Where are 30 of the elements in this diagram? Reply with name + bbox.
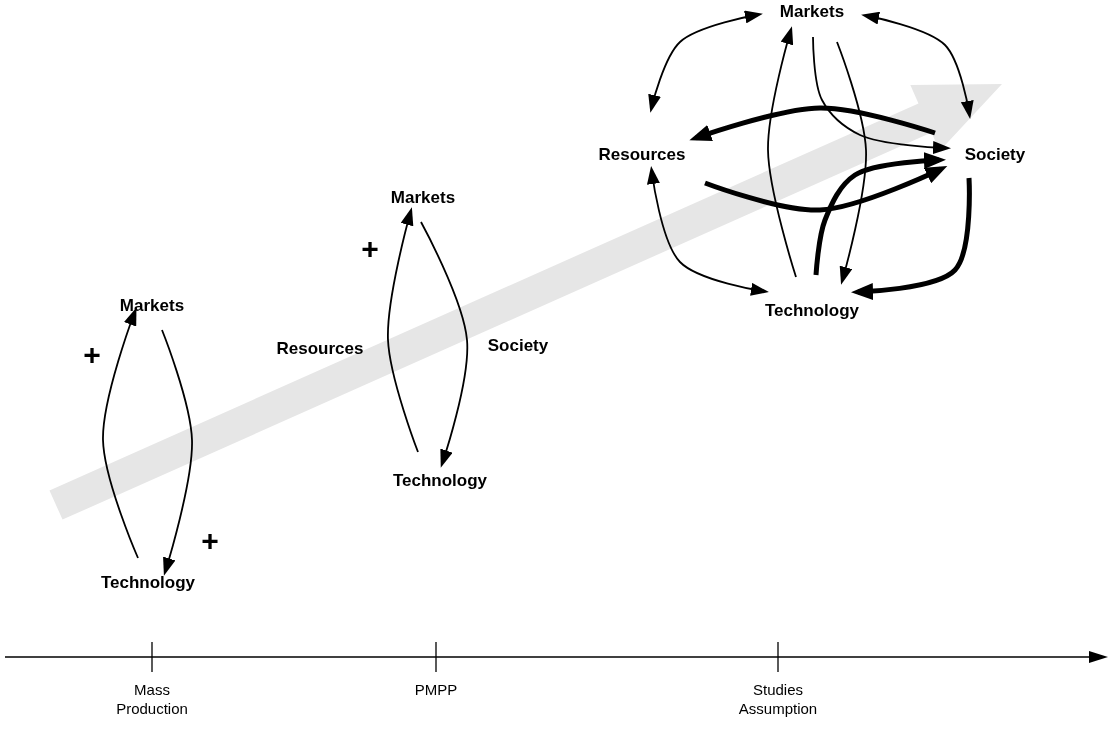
arrow (767, 26, 797, 278)
factor-label: Resources (598, 145, 686, 165)
factor-label: Technology (392, 471, 488, 491)
edge-label: Resources (276, 339, 364, 359)
arrow (648, 10, 763, 113)
edge-label: Society (487, 336, 549, 356)
tick-label: Mass Production (115, 680, 189, 718)
plus-sign: + (361, 234, 379, 264)
factor-label: Technology (764, 301, 860, 321)
factor-label: Markets (779, 2, 845, 22)
tick-label: PMPP (413, 680, 459, 699)
arrow (851, 177, 972, 300)
arrow (704, 166, 948, 213)
factor-label: Technology (100, 573, 196, 593)
tick-label: Studies Assumption (737, 680, 819, 718)
arrow (161, 329, 193, 576)
factor-label: Markets (390, 188, 456, 208)
arrow (813, 152, 946, 276)
plus-sign: + (83, 340, 101, 370)
arrow (387, 207, 419, 453)
arrow (689, 105, 936, 142)
arrow (420, 221, 469, 468)
arrow (102, 307, 139, 559)
factor-label: Society (964, 145, 1026, 165)
factor-label: Markets (119, 296, 185, 316)
arrow (836, 41, 867, 285)
arrow (812, 36, 951, 154)
arrow (647, 166, 769, 296)
plus-sign: + (201, 526, 219, 556)
arrow (861, 11, 974, 119)
